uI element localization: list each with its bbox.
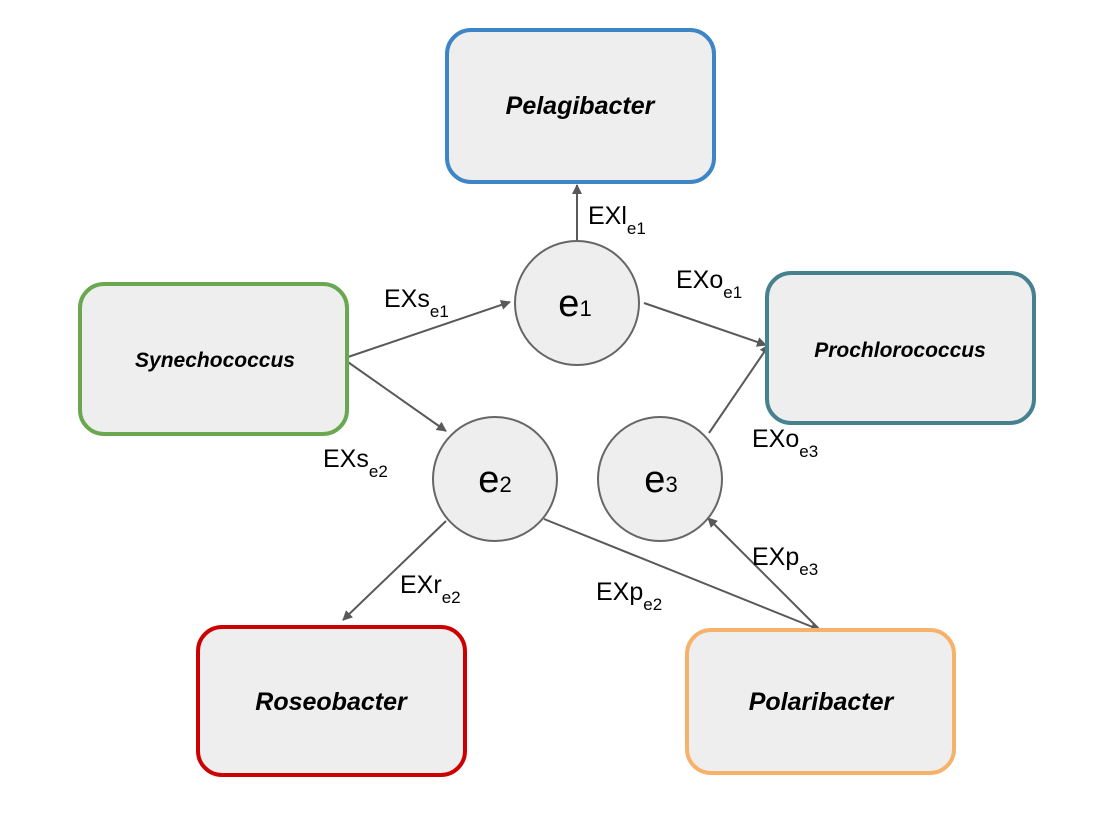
edge-label-exo-e3-base: EXo xyxy=(752,425,799,453)
edge-label-exs-e2-base: EXs xyxy=(323,445,369,473)
synechococcus-label: Synechococcus xyxy=(135,349,295,372)
pelagibacter-label: Pelagibacter xyxy=(506,92,656,120)
edge-label-exo-e1: EXoe1 xyxy=(676,266,742,302)
edge-label-exs-e1-base: EXs xyxy=(384,285,430,313)
polaribacter-label: Polaribacter xyxy=(749,688,895,716)
edge-label-exp-e2-base: EXp xyxy=(596,578,643,606)
node-e2-circle xyxy=(432,416,558,542)
node-e1: e1 xyxy=(514,240,640,366)
prochlorococcus-box-frame xyxy=(765,271,1036,425)
edge-label-exp-e2: EXpe2 xyxy=(596,578,662,614)
roseobacter-box-frame xyxy=(196,625,467,777)
edge-label-exp-e3-base: EXp xyxy=(752,543,799,571)
synechococcus-box-frame xyxy=(78,282,349,436)
edge-exs-e2 xyxy=(344,359,447,432)
edge-label-exs-e2: EXse2 xyxy=(323,445,388,481)
node-e2-label: e2 xyxy=(478,459,511,501)
prochlorococcus-label: Prochlorococcus xyxy=(814,339,986,362)
edge-label-exo-e3: EXoe3 xyxy=(752,425,818,461)
node-e2-sub: 2 xyxy=(499,472,511,497)
node-e1-base: e xyxy=(558,283,579,325)
edge-labels: EXle1 EXse1 EXoe1 EXse2 EXoe3 EXre2 EXpe… xyxy=(323,202,818,614)
synechococcus-box: Synechococcus xyxy=(78,282,349,436)
pelagibacter-box-frame xyxy=(445,28,716,184)
edge-exo-e1 xyxy=(643,302,767,347)
node-e2: e2 xyxy=(432,416,558,542)
edges xyxy=(342,184,821,632)
edge-label-exs-e2-sub: e2 xyxy=(369,462,388,481)
edge-label-exl-e1-base: EXl xyxy=(588,202,627,230)
node-e3-sub: 3 xyxy=(665,472,677,497)
node-e1-label: e1 xyxy=(558,283,591,325)
node-e3-base: e xyxy=(644,459,665,501)
polaribacter-box: Polaribacter xyxy=(685,628,956,775)
edge-label-exp-e3-sub: e3 xyxy=(799,560,818,579)
edge-label-exs-e1-sub: e1 xyxy=(430,302,449,321)
edge-label-exp-e3: EXpe3 xyxy=(752,543,818,579)
roseobacter-box: Roseobacter xyxy=(196,625,467,777)
edge-label-exr-e2: EXre2 xyxy=(400,571,461,607)
prochlorococcus-box: Prochlorococcus xyxy=(765,271,1036,425)
pelagibacter-box: Pelagibacter xyxy=(445,28,716,184)
node-e3: e3 xyxy=(597,416,723,542)
node-e1-circle xyxy=(514,240,640,366)
node-e3-circle xyxy=(597,416,723,542)
edge-label-exo-e3-sub: e3 xyxy=(799,442,818,461)
edge-label-exp-e2-sub: e2 xyxy=(643,595,662,614)
node-e3-label: e3 xyxy=(644,459,677,501)
edge-exs-e1 xyxy=(344,300,511,359)
node-e2-base: e xyxy=(478,459,499,501)
edge-exr-e2 xyxy=(342,520,447,621)
node-e1-sub: 1 xyxy=(579,296,591,321)
edge-exo-e3 xyxy=(708,344,770,434)
edge-label-exs-e1: EXse1 xyxy=(384,285,449,321)
edge-exp-e2 xyxy=(543,518,821,632)
edge-label-exr-e2-base: EXr xyxy=(400,571,442,599)
edge-label-exl-e1-sub: e1 xyxy=(627,219,646,238)
polaribacter-box-frame xyxy=(685,628,956,775)
edge-label-exl-e1: EXle1 xyxy=(588,202,646,238)
edge-label-exo-e1-base: EXo xyxy=(676,266,723,294)
edge-label-exr-e2-sub: e2 xyxy=(442,588,461,607)
roseobacter-label: Roseobacter xyxy=(255,688,408,716)
edge-exp-e3 xyxy=(707,517,821,631)
edge-label-exo-e1-sub: e1 xyxy=(723,283,742,302)
